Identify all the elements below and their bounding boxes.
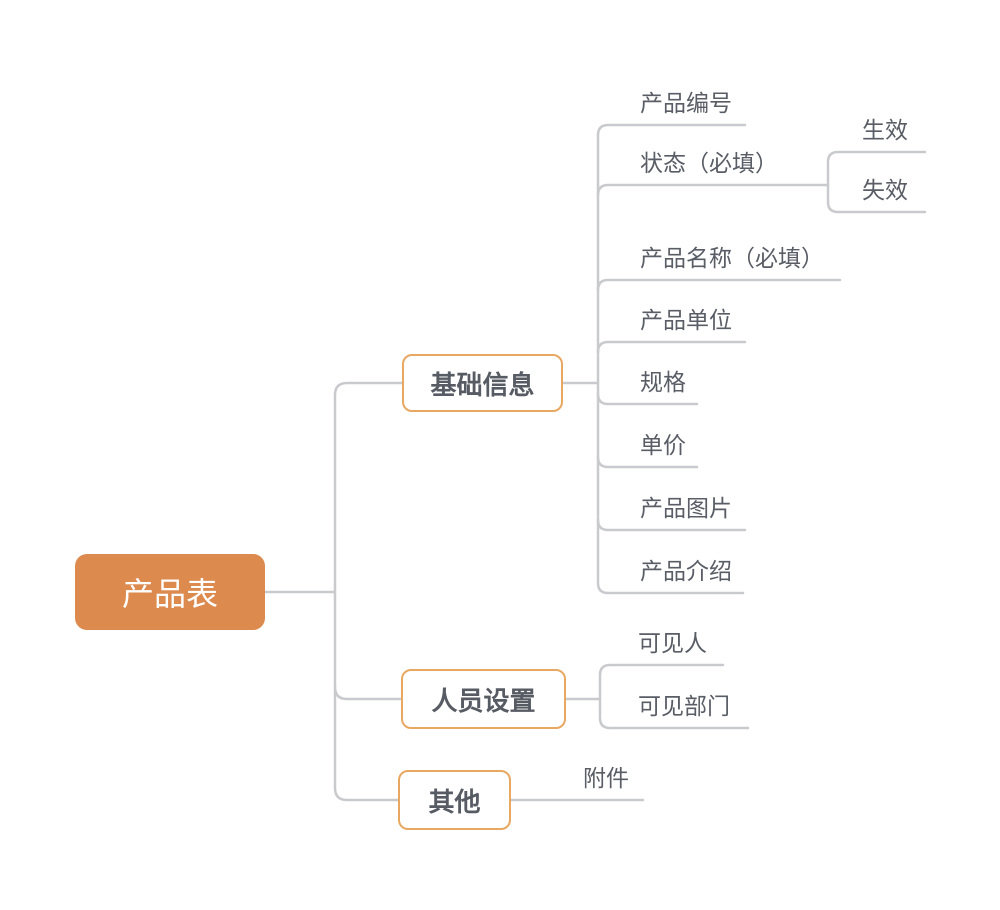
edge-product-image bbox=[596, 518, 747, 532]
leaf-node-attachment[interactable]: 附件 bbox=[583, 765, 629, 791]
leaf-node-product-image[interactable]: 产品图片 bbox=[640, 495, 732, 521]
leaf-node-product-intro[interactable]: 产品介绍 bbox=[640, 558, 732, 584]
leaf-node-status-inactive[interactable]: 失效 bbox=[862, 177, 908, 203]
branch-node-people-settings[interactable]: 人员设置 bbox=[401, 669, 566, 729]
leaf-node-visible-departments[interactable]: 可见部门 bbox=[638, 693, 730, 719]
edge-product-unit bbox=[596, 340, 747, 354]
edge-unit-price bbox=[596, 455, 699, 469]
edge-spec bbox=[596, 392, 699, 406]
leaf-node-unit-price[interactable]: 单价 bbox=[640, 432, 686, 458]
edge-trunk-a bbox=[596, 123, 747, 595]
leaf-node-product-code[interactable]: 产品编号 bbox=[640, 90, 732, 116]
leaf-node-product-unit[interactable]: 产品单位 bbox=[640, 307, 732, 333]
edge-product-name bbox=[596, 278, 842, 292]
edge-people-elbow bbox=[333, 685, 403, 701]
branch-node-basic-info[interactable]: 基础信息 bbox=[402, 354, 563, 412]
edge-status bbox=[596, 183, 830, 197]
leaf-node-visible-people[interactable]: 可见人 bbox=[638, 630, 707, 656]
leaf-node-status[interactable]: 状态（必填） bbox=[640, 150, 778, 176]
root-node-product-table[interactable]: 产品表 bbox=[75, 554, 265, 630]
edge-trunk-b bbox=[598, 663, 750, 730]
branch-node-other[interactable]: 其他 bbox=[398, 770, 511, 830]
edge-main-trunk bbox=[333, 381, 404, 802]
leaf-node-status-active[interactable]: 生效 bbox=[862, 117, 908, 143]
leaf-node-spec[interactable]: 规格 bbox=[640, 369, 686, 395]
leaf-node-product-name[interactable]: 产品名称（必填） bbox=[640, 245, 824, 271]
edge-status-subtrunk bbox=[826, 150, 927, 214]
